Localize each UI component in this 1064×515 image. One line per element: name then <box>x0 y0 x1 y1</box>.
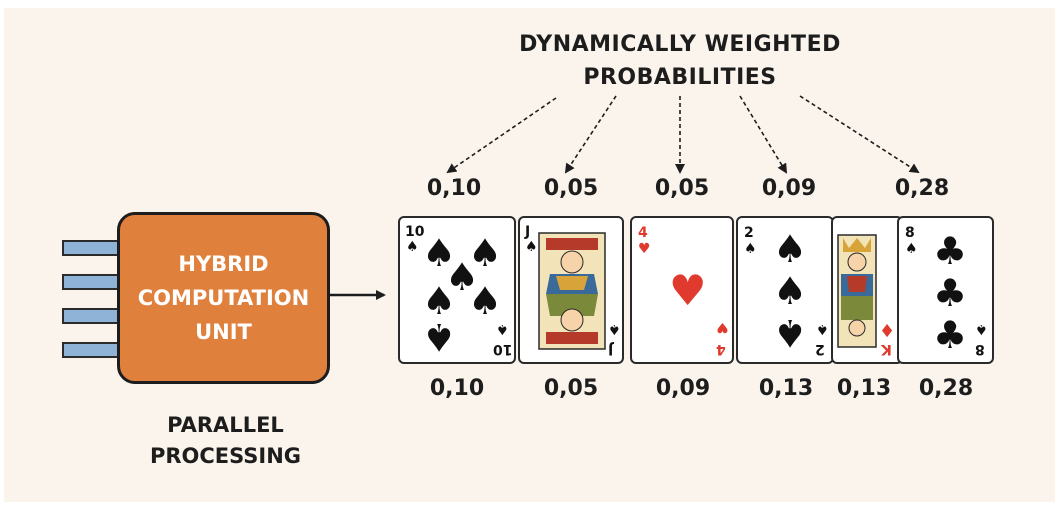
heart-icon: ♥ <box>638 241 651 257</box>
top-probability-1: 0,10 <box>426 176 482 201</box>
dashed-arrow-5 <box>799 95 920 174</box>
spade-icon: ♠ <box>468 279 503 323</box>
unit-line-2: COMPUTATION <box>137 286 310 310</box>
top-probability-2: 0,05 <box>543 176 599 201</box>
card-6-rank: 8 <box>905 225 915 241</box>
spade-icon: ♠ <box>468 231 503 275</box>
caption-line-1: PARALLEL <box>167 413 284 437</box>
caption-line-2: PROCESSING <box>149 444 302 468</box>
dashed-arrow-2 <box>564 95 617 174</box>
hybrid-computation-unit: HYBRID COMPUTATION UNIT <box>117 212 330 384</box>
connector-pin-4 <box>62 342 120 358</box>
bottom-probability-1: 0,10 <box>429 376 485 401</box>
probabilities-heading: DYNAMICALLY WEIGHTED PROBABILITIES <box>470 28 890 94</box>
bottom-probability-5: 0,13 <box>836 376 892 401</box>
spade-icon: ♠ <box>975 321 988 337</box>
spade-icon: ♠ <box>445 255 480 299</box>
card-5-rank-inverted: K <box>881 341 892 357</box>
dashed-arrow-1 <box>446 97 557 174</box>
spade-icon: ♠ <box>422 231 457 275</box>
spade-icon: ♠ <box>773 269 808 313</box>
club-icon: ♣ <box>933 313 968 357</box>
card-1-rank-inverted: 10 <box>493 341 513 357</box>
card-ten-of-spades: 10 ♠ ♠ ♠ ♠ ♠ ♠ ♠ ♠ 10 <box>398 216 516 364</box>
connector-pin-3 <box>62 308 120 324</box>
bottom-probability-3: 0,09 <box>655 376 711 401</box>
club-icon: ♣ <box>933 271 968 315</box>
dashed-arrow-4 <box>739 95 788 174</box>
card-two-of-spades: 2 ♠ ♠ ♠ ♠ ♠ 2 <box>736 216 834 364</box>
bottom-probability-4: 0,13 <box>758 376 814 401</box>
heading-line-2: PROBABILITIES <box>583 65 777 90</box>
spade-icon: ♠ <box>773 311 808 355</box>
spade-icon: ♠ <box>525 239 538 255</box>
spade-icon: ♠ <box>905 241 918 257</box>
diamond-icon: ♦ <box>879 319 896 340</box>
spade-icon: ♠ <box>422 315 457 359</box>
top-probability-3: 0,05 <box>654 176 710 201</box>
spade-icon: ♠ <box>773 227 808 271</box>
connector-pin-1 <box>62 240 120 256</box>
king-portrait-icon <box>837 234 877 348</box>
card-king-of-diamonds: ♦ K <box>831 216 903 364</box>
spade-icon: ♠ <box>422 279 457 323</box>
card-1-rank: 10 <box>405 224 425 240</box>
card-eight-of-clubs: 8 ♠ ♣ ♣ ♣ ♠ 8 <box>897 216 994 364</box>
spade-icon: ♠ <box>816 321 829 337</box>
spade-icon: ♠ <box>406 239 419 255</box>
top-probability-4: 0,09 <box>761 176 817 201</box>
spade-icon: ♠ <box>744 241 757 257</box>
heart-icon: ♥ <box>716 319 729 335</box>
club-icon: ♣ <box>933 229 968 273</box>
card-2-rank-inverted: J <box>608 341 614 357</box>
card-four-of-hearts: 4 ♥ ♥ ♥ 4 <box>630 216 734 364</box>
top-probability-5: 0,28 <box>894 176 950 201</box>
heading-line-1: DYNAMICALLY WEIGHTED <box>519 32 841 57</box>
spade-icon: ♠ <box>608 321 621 337</box>
spade-icon: ♠ <box>496 321 509 337</box>
card-3-rank-inverted: 4 <box>716 341 726 357</box>
card-3-rank: 4 <box>638 225 648 241</box>
card-4-rank-inverted: 2 <box>815 341 825 357</box>
unit-line-1: HYBRID <box>178 252 269 276</box>
bottom-probability-6: 0,28 <box>918 376 974 401</box>
heart-icon: ♥ <box>669 266 707 315</box>
bottom-probability-2: 0,05 <box>543 376 599 401</box>
unit-line-3: UNIT <box>195 320 252 344</box>
card-4-rank: 2 <box>744 225 754 241</box>
card-2-rank: J <box>525 224 531 240</box>
jack-portrait-icon <box>538 232 606 350</box>
connector-pin-2 <box>62 274 120 290</box>
parallel-processing-caption: PARALLEL PROCESSING <box>118 410 333 472</box>
card-6-rank-inverted: 8 <box>975 341 985 357</box>
card-jack-of-spades: J ♠ ♠ J <box>518 216 624 364</box>
